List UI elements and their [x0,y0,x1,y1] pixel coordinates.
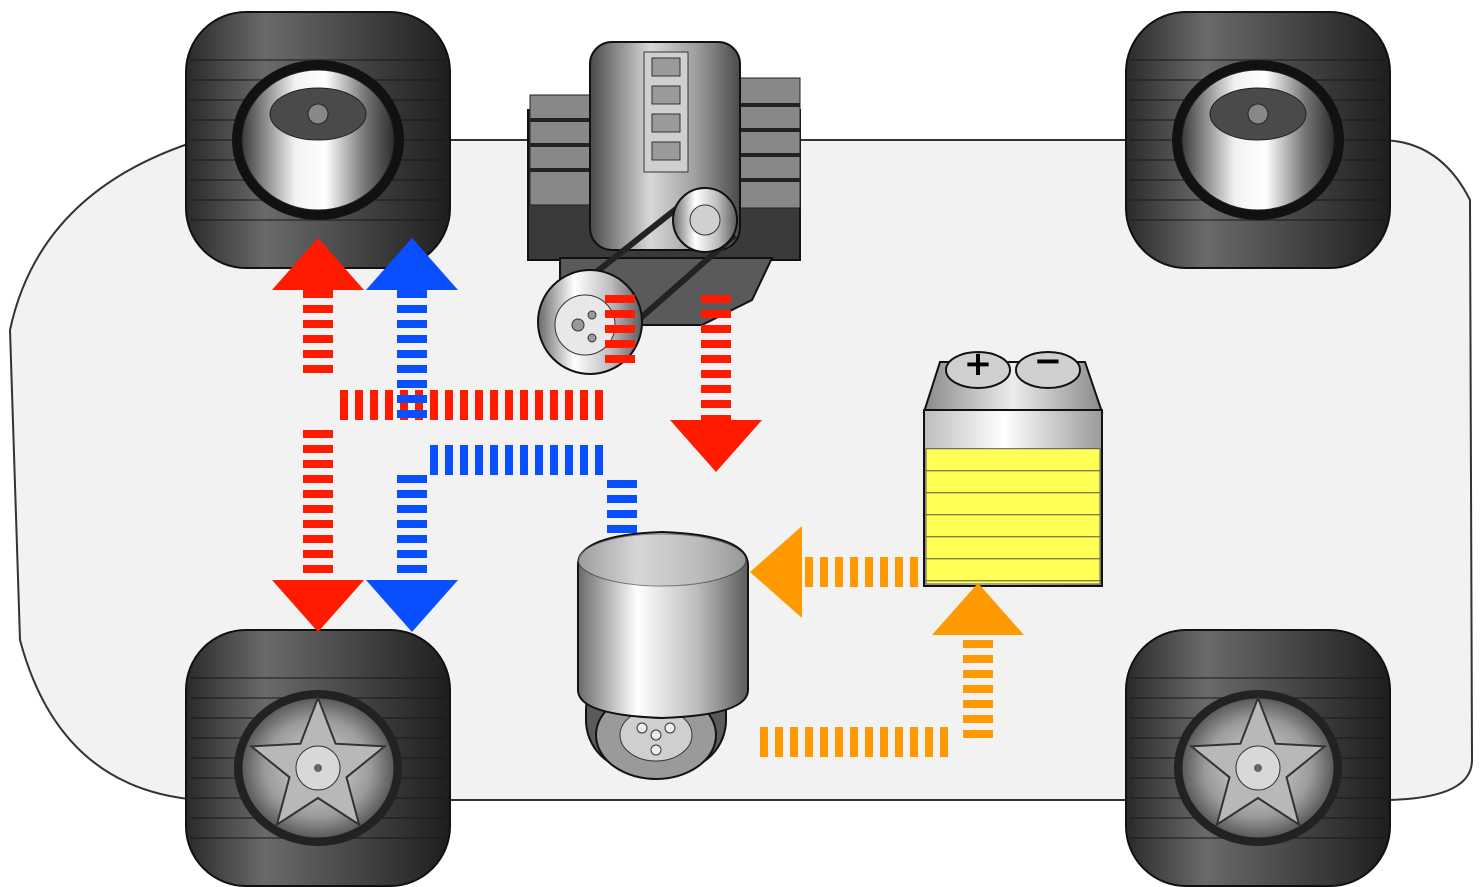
battery-to-motor-flow [750,526,918,618]
motor-to-wheels-flow-arrowhead [366,580,458,632]
motor-to-wheels-flow [366,238,637,632]
battery-charge-cells [925,448,1101,585]
engine-exhaust-flow-arrowhead [670,420,762,472]
engine-to-wheels-flow-arrowhead [272,580,364,632]
front-left-wheel [185,11,451,269]
engine-to-wheels-flow [272,238,635,632]
battery-minus-symbol: − [1034,341,1063,381]
motor-to-battery-regen-flow-arrowhead [932,583,1024,635]
motor-to-wheels-flow-arrowhead [366,238,458,290]
battery-to-motor-flow-arrowhead [750,526,802,618]
engine-exhaust-flow [670,295,762,472]
rear-right-wheel [1125,629,1391,887]
power-flow-arrows [272,238,1024,757]
motor-to-battery-regen-flow [760,583,1024,757]
rear-left-wheel [185,629,451,887]
battery: + − [922,341,1104,587]
battery-plus-symbol: + [964,344,993,384]
front-right-wheel [1125,11,1391,269]
wheels-group [185,11,1391,887]
engine-to-wheels-flow-arrowhead [272,238,364,290]
engine-cooling-fins [529,77,801,209]
engine [527,41,801,348]
battery-minus-terminal [1015,351,1081,389]
battery-plus-terminal [945,351,1011,389]
electric-motor [577,530,749,780]
